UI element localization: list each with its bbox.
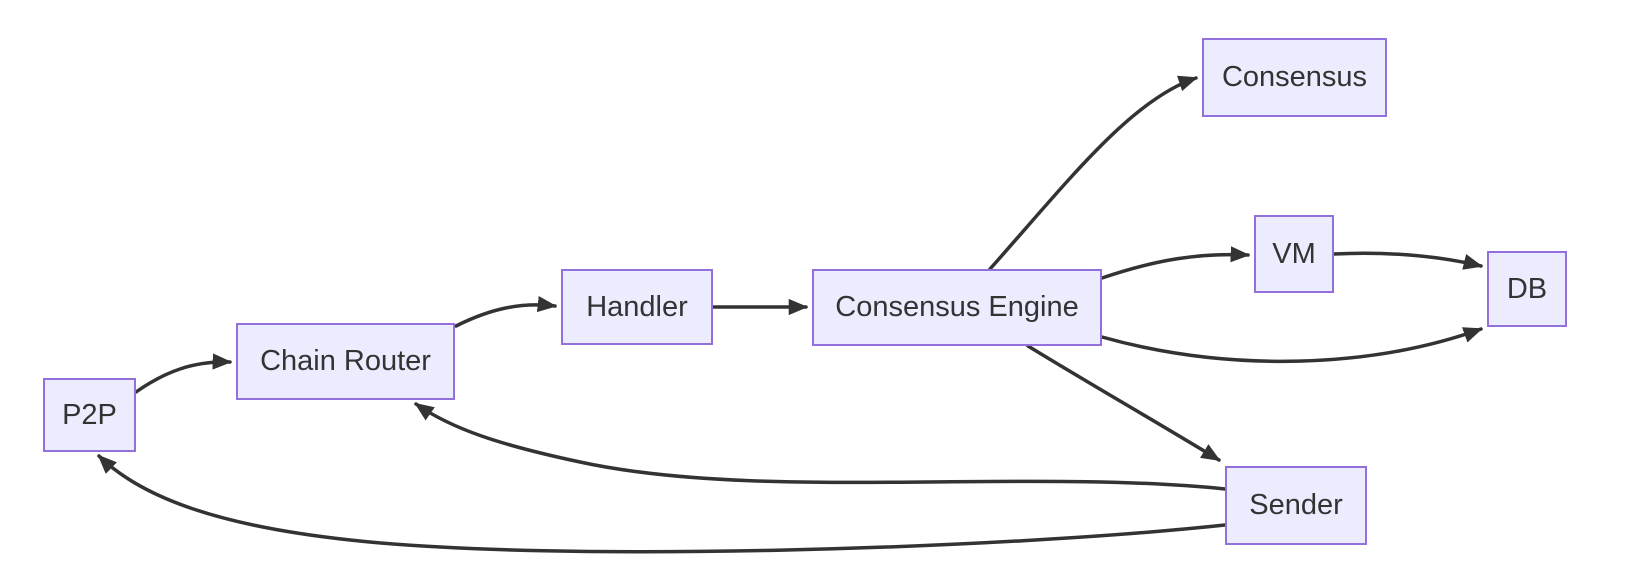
edge-consensus-engine-to-db [1100,327,1483,364]
node-vm: VM [1254,215,1334,293]
node-consensus-engine: Consensus Engine [812,269,1102,346]
edge-consensus-engine-to-vm [1100,246,1250,280]
node-p2p: P2P [43,378,136,452]
node-label-consensus: Consensus [1221,61,1368,93]
edge-consensus-engine-to-consensus [988,75,1198,271]
edge-chain-router-to-handler [454,296,557,328]
node-label-db: DB [1506,272,1548,305]
edge-p2p-to-chain-router [134,353,232,394]
edge-consensus-engine-to-sender [1026,344,1221,462]
node-label-handler: Handler [586,290,688,323]
node-consensus: Consensus [1202,38,1387,117]
node-label-vm: VM [1272,237,1316,270]
node-sender: Sender [1225,466,1367,545]
node-handler: Handler [561,269,713,345]
edge-vm-to-db [1332,251,1483,270]
edge-sender-to-chain-router [414,402,1227,491]
node-db: DB [1487,251,1567,327]
node-label-sender: Sender [1249,489,1343,521]
node-label-consensus-engine: Consensus Engine [835,291,1079,323]
node-label-p2p: P2P [62,398,117,431]
edge-sender-to-p2p [97,454,1227,554]
node-label-chain-router: Chain Router [260,345,431,377]
node-chain-router: Chain Router [236,323,455,400]
